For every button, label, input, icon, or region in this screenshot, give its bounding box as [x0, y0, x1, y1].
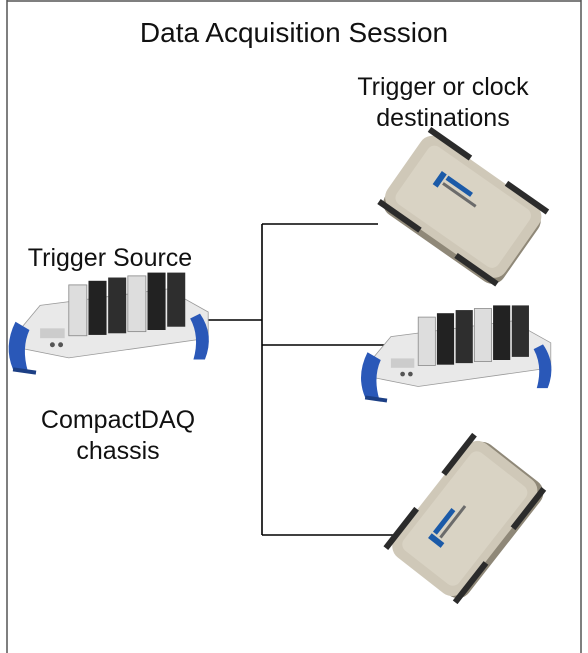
destination-device-bottom — [383, 432, 547, 605]
compactdaq-chassis-icon — [8, 272, 209, 375]
usb-daq-device-icon — [383, 432, 547, 605]
chassis-label: CompactDAQ chassis — [8, 405, 228, 466]
chassis-label-line2: chassis — [76, 436, 160, 465]
diagram-title: Data Acquisition Session — [139, 17, 449, 48]
usb-daq-device-icon — [377, 126, 550, 287]
compactdaq-chassis-icon — [361, 305, 552, 403]
destination-chassis-middle — [361, 305, 552, 403]
trigger-source-chassis — [8, 272, 209, 375]
trigger-source-label: Trigger Source — [27, 244, 193, 272]
chassis-label-line1: CompactDAQ — [40, 406, 196, 434]
destinations-label-line1: Trigger or clock — [357, 73, 529, 101]
destination-device-top — [377, 126, 550, 287]
destinations-label: Trigger or clock destinations — [318, 72, 568, 133]
destinations-label-line2: destinations — [376, 103, 510, 132]
